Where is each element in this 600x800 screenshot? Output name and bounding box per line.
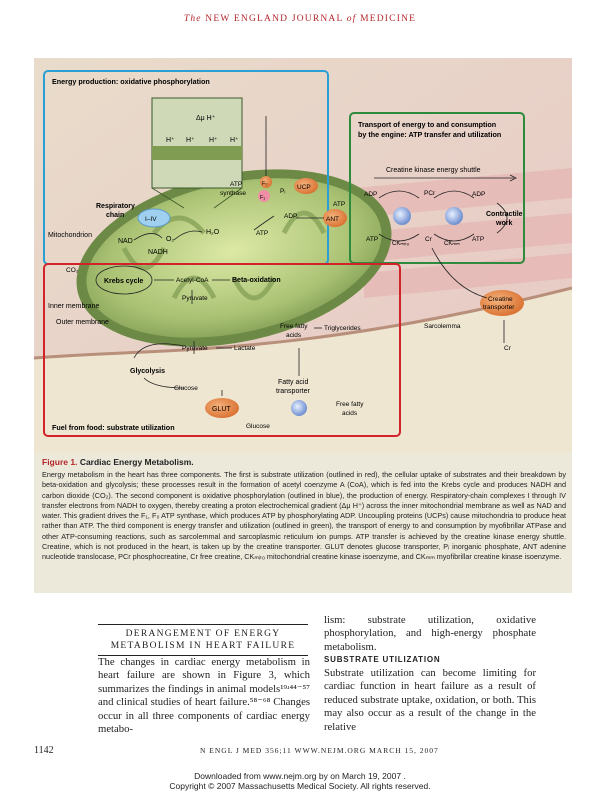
footer-citation: N ENGL J MED 356;11 WWW.NEJM.ORG MARCH 1… [200,746,439,755]
label-h2: H⁺ [186,137,195,144]
label-h3: H⁺ [209,137,218,144]
download-line: Downloaded from www.nejm.org by on March… [0,771,600,781]
journal-end: MEDICINE [360,14,416,24]
caption-figure-number: Figure 1. [42,457,77,467]
label-cr2: Cr [504,345,512,352]
label-pcr: PCr [424,190,436,197]
label-contractile-1: Contractile [486,211,523,218]
fatty-acid-transporter-protein [291,400,307,416]
label-ffa2-2: acids [342,410,358,417]
title-energy-production: Energy production: oxidative phosphoryla… [52,77,210,86]
label-mitochondrion: Mitochondrion [48,232,92,239]
label-h2o: H₂O [206,229,220,236]
label-fat-trans-2: transporter [276,388,311,395]
journal-header: The NEW ENGLAND JOURNAL of MEDICINE [0,14,600,24]
label-h1: H⁺ [166,137,175,144]
article-right-column-body: Substrate utilization can become limitin… [324,667,536,734]
title-transport-line2: by the engine: ATP transfer and utilizat… [358,130,501,139]
label-glucose1: Glucose [174,385,198,392]
label-glut: GLUT [212,406,231,413]
copyright-line: Copyright © 2007 Massachusetts Medical S… [0,781,600,791]
label-fat-trans-1: Fatty acid [278,379,308,386]
label-atp-right: ATP [472,236,484,243]
label-outer-membrane: Outer membrane [56,319,109,326]
label-pyruvate2: Pyruvate [182,345,208,352]
subsection-heading: SUBSTRATE UTILIZATION [324,655,441,664]
label-f1: F₁ [260,195,265,201]
label-ck-mito: CKₘᵢₜₒ [392,241,410,247]
label-f0: F₀ [262,181,268,187]
label-ck-shuttle: Creatine kinase energy shuttle [386,167,481,174]
label-creatine-trans-1: Creatine [488,296,513,303]
journal-prefix: The [184,14,202,24]
label-creatine-trans-2: transporter [483,304,515,311]
page-number: 1142 [34,745,54,756]
title-fuel: Fuel from food: substrate utilization [52,423,175,432]
ck-mm-enzyme [445,207,463,225]
label-respiratory-chain-2: chain [106,212,124,219]
label-ucp: UCP [297,184,311,191]
label-ant: ANT [326,216,339,223]
label-pi: Pᵢ [280,188,285,195]
label-glucose2: Glucose [246,423,270,430]
label-respiratory-chain-1: Respiratory [96,203,135,210]
label-atp-synthase-2: synthase [220,190,246,197]
label-adp-left: ADP [364,191,377,198]
label-ffa2-1: Free fatty [336,401,364,408]
ck-mito-enzyme [393,207,411,225]
label-atp1: ATP [256,230,268,237]
caption-text: Energy metabolism in the heart has three… [42,470,566,563]
title-transport-line1: Transport of energy to and consumption [358,120,496,129]
label-atp-left: ATP [366,236,378,243]
label-krebs: Krebs cycle [104,278,143,285]
article-right-column-top: lism: substrate utilization, oxidative p… [324,614,536,654]
label-adp1: ADP [284,213,297,220]
label-ffa-2: acids [286,332,302,339]
label-nad: NAD [118,238,133,245]
label-atp-synthase-1: ATP [230,181,242,188]
section-title: DERANGEMENT OF ENERGY METABOLISM IN HEAR… [98,624,308,656]
label-nadh: NADH [148,249,168,256]
label-cr: Cr [425,236,433,243]
journal-of: of [347,14,357,24]
caption-title: Figure 1. Cardiac Energy Metabolism. [42,457,194,467]
label-co2: CO₂ [66,267,79,274]
figure-illustration: Energy production: oxidative phosphoryla… [34,58,572,453]
label-o2: O₂ [166,236,174,243]
label-ck-mm: CKₘₘ [444,241,460,247]
download-notice: Downloaded from www.nejm.org by on March… [0,771,600,791]
label-beta-ox: Beta-oxidation [232,277,281,284]
label-ffa-1: Free fatty [280,323,308,330]
zoom-membrane [152,146,242,160]
label-lactate: Lactate [234,345,256,352]
creatine-transporter [480,290,524,316]
label-sarcolemma: Sarcolemma [424,323,461,330]
label-pyruvate1: Pyruvate [182,295,208,302]
label-glycolysis: Glycolysis [130,368,165,375]
label-atp2: ATP [333,201,345,208]
metabolism-diagram: Energy production: oxidative phosphoryla… [34,58,572,453]
journal-name: NEW ENGLAND JOURNAL [205,14,343,24]
label-i-iv: I–IV [145,216,157,223]
label-triglycerides: Triglycerides [324,325,361,332]
label-inner-membrane: Inner membrane [48,303,99,310]
caption-figure-title: Cardiac Energy Metabolism. [80,457,194,467]
article-left-column: The changes in cardiac energy metabolism… [98,656,310,736]
label-adp-right: ADP [472,191,485,198]
label-delta-mu: Δμ H⁺ [196,115,216,122]
label-h4: H⁺ [230,137,239,144]
label-acetyl-coa: Acetyl-CoA [176,277,209,284]
